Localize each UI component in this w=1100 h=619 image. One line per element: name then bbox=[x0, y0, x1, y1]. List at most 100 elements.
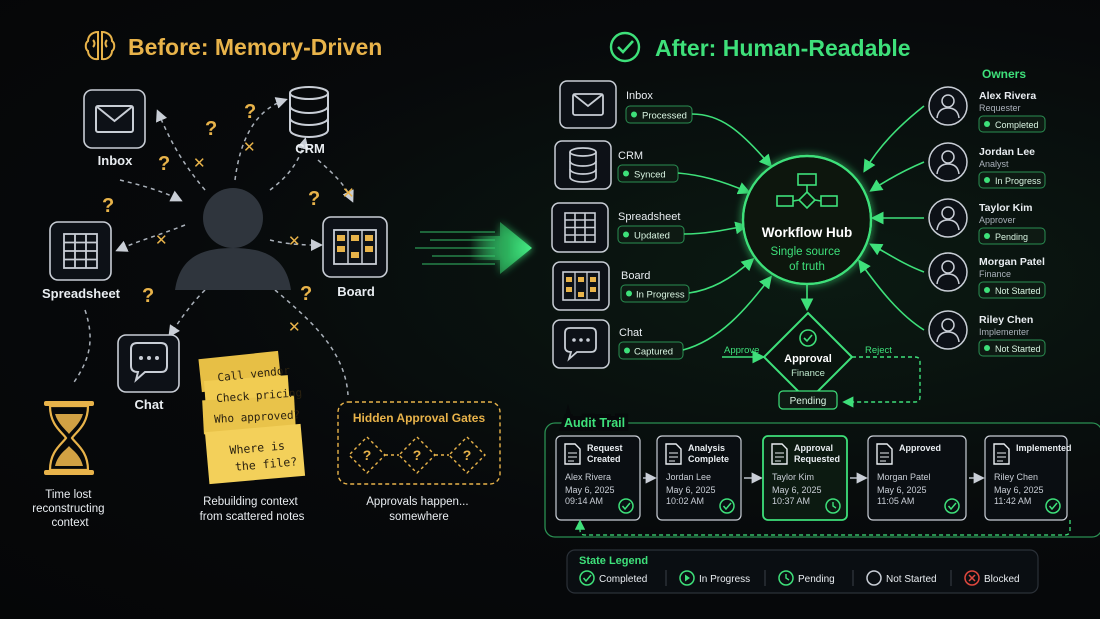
source-connectors bbox=[677, 113, 773, 351]
reject-loop bbox=[842, 356, 921, 408]
audit-step-time: 09:14 AM bbox=[565, 496, 603, 506]
question-mark: ? bbox=[102, 195, 114, 217]
transition-arrow bbox=[415, 222, 532, 274]
owner-avatar-icon bbox=[928, 252, 968, 292]
question-mark: ? bbox=[142, 285, 154, 307]
question-mark: ? bbox=[308, 188, 320, 210]
sticky-notes: Call vendor Check pricing Who approved? … bbox=[198, 350, 306, 485]
owner-status-pill: In Progress bbox=[978, 171, 1046, 189]
in-progress-icon bbox=[679, 570, 695, 586]
source-status-pill: Updated bbox=[617, 225, 685, 244]
approval-status-pill: Pending bbox=[778, 390, 838, 410]
source-status-pill: Processed bbox=[625, 105, 693, 124]
approve-label: Approve bbox=[724, 345, 759, 356]
legend-item-in-progress: In Progress bbox=[679, 570, 750, 586]
source-status-pill: Synced bbox=[617, 164, 679, 183]
check-circle-icon bbox=[1045, 498, 1061, 514]
owner-role: Implementer bbox=[979, 327, 1029, 337]
audit-step-date: May 6, 2025 bbox=[877, 485, 927, 495]
question-mark: ? bbox=[205, 118, 217, 140]
clock-icon bbox=[825, 498, 841, 514]
audit-step-date: May 6, 2025 bbox=[565, 485, 615, 495]
legend-label: In Progress bbox=[699, 574, 750, 585]
owner-role: Approver bbox=[979, 215, 1016, 225]
owner-role: Finance bbox=[979, 269, 1011, 279]
svg-text:Pending: Pending bbox=[995, 232, 1028, 242]
approval-check-icon bbox=[799, 329, 817, 347]
owner-status-pill: Completed bbox=[978, 115, 1046, 133]
question-mark: ? bbox=[300, 283, 312, 305]
owner-avatar-icon bbox=[928, 310, 968, 350]
note-text: Where is bbox=[229, 438, 285, 457]
audit-step-time: 10:02 AM bbox=[666, 496, 704, 506]
owner-role: Requester bbox=[979, 103, 1021, 113]
audit-step-title: Created bbox=[587, 454, 621, 464]
audit-step-time: 11:05 AM bbox=[877, 496, 914, 506]
state-legend: State Legend Completed In Progress Pending… bbox=[566, 549, 1039, 594]
question-mark: ? bbox=[158, 153, 170, 175]
question-mark: ? bbox=[244, 101, 256, 123]
check-circle-icon bbox=[719, 498, 735, 514]
audit-step-title: Approved bbox=[899, 443, 941, 453]
check-circle-icon bbox=[944, 498, 960, 514]
approval-title: Approval bbox=[784, 353, 832, 365]
hub-flow-icon bbox=[776, 173, 838, 210]
hub-subtitle: Single source of truth bbox=[771, 246, 844, 273]
gate-question: ? bbox=[363, 447, 372, 463]
before-spreadsheet-label: Spreadsheet bbox=[42, 286, 121, 301]
source-name: CRM bbox=[618, 150, 643, 162]
svg-text:Captured: Captured bbox=[634, 347, 673, 358]
owner-name: Morgan Patel bbox=[979, 256, 1045, 268]
time-lost-caption: Time lost reconstructing context bbox=[32, 489, 107, 529]
audit-step-title: Complete bbox=[688, 454, 729, 464]
completed-icon bbox=[579, 570, 595, 586]
document-icon bbox=[993, 443, 1010, 465]
legend-item-pending: Pending bbox=[778, 570, 835, 586]
before-crm-database-icon bbox=[289, 86, 329, 139]
owner-status-pill: Pending bbox=[978, 227, 1046, 245]
document-icon bbox=[771, 443, 788, 465]
before-spreadsheet-icon bbox=[49, 221, 112, 281]
before-chat-icon bbox=[117, 334, 180, 393]
owner-role: Analyst bbox=[979, 159, 1009, 169]
note-text: Check pricing bbox=[216, 386, 303, 405]
source-name: Board bbox=[621, 270, 650, 282]
after-section: After: Human-Readable bbox=[544, 31, 1100, 594]
before-board-label: Board bbox=[337, 284, 375, 299]
hidden-gates-title: Hidden Approval Gates bbox=[353, 411, 486, 425]
blocked-icon bbox=[964, 570, 980, 586]
audit-step-time: 11:42 AM bbox=[994, 496, 1031, 506]
note-text: the file? bbox=[234, 454, 297, 473]
svg-text:Completed: Completed bbox=[995, 120, 1039, 130]
owner-connectors bbox=[858, 105, 925, 331]
owner-name: Jordan Lee bbox=[979, 146, 1035, 158]
legend-item-completed: Completed bbox=[579, 570, 647, 586]
hidden-approval-gates: Hidden Approval Gates ? ? ? bbox=[337, 401, 501, 485]
before-inbox-label: Inbox bbox=[98, 153, 133, 168]
gate-question: ? bbox=[463, 447, 472, 463]
hidden-gates-caption: Approvals happen... somewhere bbox=[366, 496, 472, 523]
check-circle-icon bbox=[609, 31, 641, 63]
svg-text:Updated: Updated bbox=[634, 231, 670, 242]
audit-step-person: Morgan Patel bbox=[877, 472, 931, 482]
cross-mark: ✕ bbox=[193, 155, 206, 172]
pending-icon bbox=[778, 570, 794, 586]
source-inbox-icon bbox=[559, 80, 617, 129]
before-section: Before: Memory-Driven ? ? ? ? ? ? ? ✕ ✕ … bbox=[32, 30, 501, 529]
legend-title: State Legend bbox=[579, 555, 648, 567]
source-status-pill: In Progress bbox=[620, 284, 690, 303]
audit-step-date: May 6, 2025 bbox=[994, 485, 1044, 495]
before-crm-label: CRM bbox=[295, 141, 325, 156]
owner-avatar-icon bbox=[928, 198, 968, 238]
legend-label: Pending bbox=[798, 574, 835, 585]
before-inbox-icon bbox=[83, 89, 146, 149]
